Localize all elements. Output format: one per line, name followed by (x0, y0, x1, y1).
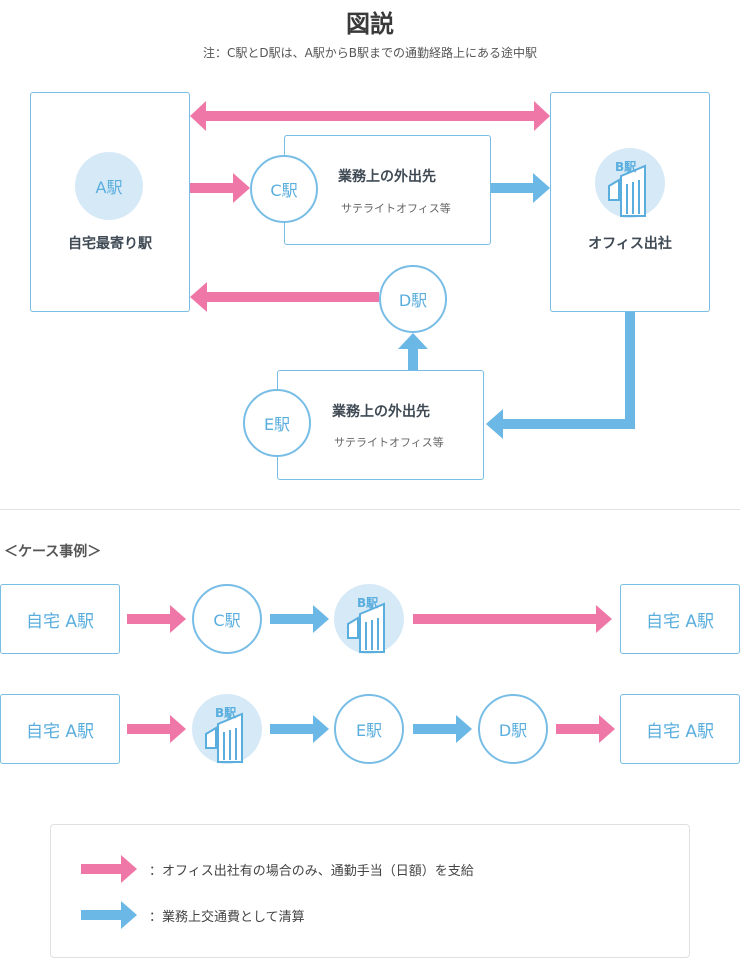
case2-station-d: D駅 (478, 694, 548, 764)
case1-pink-arrow-2 (413, 605, 612, 633)
office-label: オフィス出社 (588, 236, 672, 252)
remote-1-sub: サテライトオフィス等 (341, 202, 451, 215)
case1-building-label: B駅 (357, 596, 379, 610)
case2-pink-arrow-1 (127, 715, 186, 743)
cases-heading: ＜ケース事例＞ (4, 544, 102, 560)
legend-pink-text: ：オフィス出社有の場合のみ、通勤手当（日額）を支給 (149, 864, 474, 879)
case1-start-box: 自宅 A駅 (0, 584, 120, 654)
case2-start-box: 自宅 A駅 (0, 694, 120, 764)
diagram-note: 注：C駅とD駅は、A駅からB駅までの通勤経路上にある途中駅 (202, 46, 538, 60)
station-c-circle: C駅 (250, 155, 318, 223)
station-d-circle: D駅 (379, 265, 447, 333)
case2-blue-arrow-2 (413, 715, 472, 743)
pink-arrow-d-to-a (190, 282, 379, 312)
building-icon (334, 584, 404, 654)
building-icon (595, 148, 665, 218)
page-title: 図説 (346, 10, 394, 38)
blue-arrow-remote-to-d (398, 333, 428, 370)
section-divider (0, 509, 740, 510)
blue-arrow-remote-to-b (491, 173, 550, 203)
case1-blue-arrow (270, 605, 329, 633)
case2-building-label: B駅 (215, 706, 237, 720)
building-station-b-label: B駅 (615, 160, 637, 174)
pink-arrow-icon (81, 855, 137, 883)
case1-pink-arrow-1 (127, 605, 186, 633)
case2-station-e: E駅 (334, 694, 404, 764)
pink-arrow-a-to-c (190, 173, 250, 203)
legend-blue-text: ：業務上交通費として清算 (149, 910, 305, 925)
case1-station-c: C駅 (192, 584, 262, 654)
blue-arrow-b-to-remote (486, 312, 635, 439)
case2-pink-arrow-2 (556, 715, 615, 743)
station-a-circle: A駅 (75, 152, 143, 220)
building-icon (192, 694, 262, 764)
station-e-circle: E駅 (243, 389, 311, 457)
legend-box: ：オフィス出社有の場合のみ、通勤手当（日額）を支給 ：業務上交通費として清算 (50, 824, 690, 958)
remote-2-title: 業務上の外出先 (332, 404, 430, 420)
case2-end-box: 自宅 A駅 (620, 694, 740, 764)
pink-arrow-a-to-b (190, 101, 550, 131)
blue-arrow-icon (81, 901, 137, 929)
remote-office-box-1 (284, 135, 491, 245)
case2-blue-arrow-1 (270, 715, 329, 743)
home-station-label: 自宅最寄り駅 (68, 236, 152, 252)
remote-office-box-2 (277, 370, 484, 480)
case1-end-box: 自宅 A駅 (620, 584, 740, 654)
remote-2-sub: サテライトオフィス等 (334, 436, 444, 449)
remote-1-title: 業務上の外出先 (338, 169, 436, 185)
